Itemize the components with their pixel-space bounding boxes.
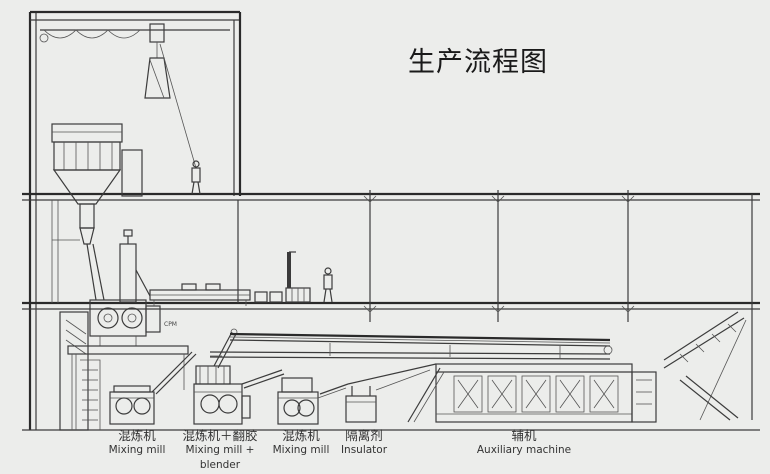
- mixing-mill-2-blender: [193, 328, 251, 425]
- mixing-mill-1: [109, 351, 197, 425]
- return-conveyor: [209, 332, 613, 360]
- feed-hopper: [51, 123, 143, 303]
- platform-stairs: [59, 311, 189, 431]
- upper-conveyor: [149, 251, 333, 306]
- insulator-tank: [317, 363, 437, 423]
- caption-zh: 混炼机＋翻胶: [182, 428, 258, 443]
- caption-en: Mixing mill: [108, 444, 166, 456]
- caption-en: Mixing mill: [272, 444, 330, 456]
- overhead-crane: [39, 23, 230, 195]
- caption-zh: 混炼机: [282, 428, 320, 443]
- caption-mixing-mill-1: 混炼机 Mixing mill: [104, 428, 170, 458]
- caption-mixing-mill-blender: 混炼机＋翻胶 Mixing mill + blender: [172, 428, 268, 473]
- caption-zh: 隔离剂: [345, 428, 383, 443]
- building-frame: [22, 10, 760, 431]
- mixing-mill-3: [241, 369, 319, 425]
- auxiliary-machine: [407, 363, 657, 423]
- caption-zh: 混炼机: [118, 428, 156, 443]
- caption-zh: 辅机: [511, 428, 537, 443]
- caption-en: Auxiliary machine: [476, 444, 572, 456]
- svg-text:CPM: CPM: [164, 321, 177, 328]
- right-stairs: [663, 311, 747, 421]
- caption-insulator: 隔离剂 Insulator: [334, 428, 394, 458]
- caption-en: Insulator: [340, 444, 388, 456]
- caption-mixing-mill-3: 混炼机 Mixing mill: [268, 428, 334, 458]
- caption-auxiliary-machine: 辅机 Auxiliary machine: [464, 428, 584, 458]
- internal-mixer: CPM: [89, 229, 177, 346]
- diagram-title: 生产流程图: [408, 47, 548, 78]
- caption-en: Mixing mill + blender: [185, 444, 255, 471]
